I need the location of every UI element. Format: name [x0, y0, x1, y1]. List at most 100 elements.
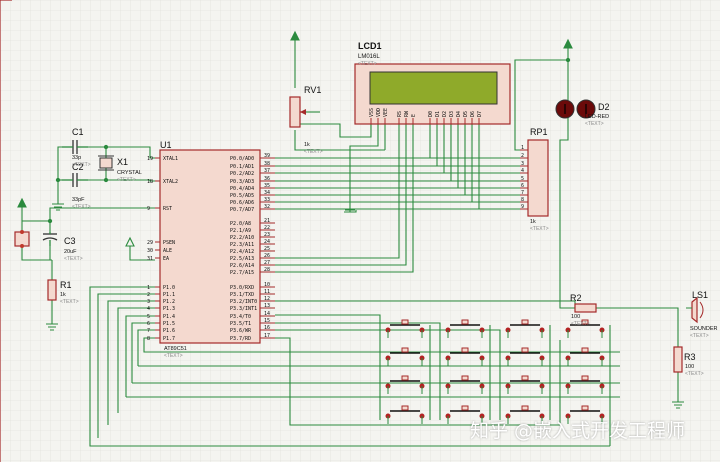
lcd-pin-name: VSS [369, 108, 375, 117]
x1-ref: X1 [117, 157, 128, 167]
lcd-ref: LCD1 [358, 41, 382, 51]
mcu-pin-number: 25 [264, 246, 270, 252]
mcu-pin-name: P3.5/T1 [230, 321, 251, 327]
mcu-pin-number: 2 [147, 292, 150, 298]
keypad-button[interactable] [505, 319, 545, 338]
r1-value: 1k [60, 292, 66, 298]
r2-ref: R2 [570, 293, 582, 303]
rp1-pin-number: 7 [521, 190, 524, 196]
keypad-button[interactable] [445, 405, 485, 424]
capacitor-c3[interactable] [42, 232, 58, 246]
lcd-pin-name: D3 [449, 111, 455, 117]
mcu-pin-number: 8 [147, 336, 150, 342]
keypad-button[interactable] [445, 347, 485, 366]
mcu-pin-number: 37 [264, 168, 270, 174]
mcu-pin-name: P1.1 [163, 292, 175, 298]
capacitor-c1[interactable] [62, 140, 88, 154]
lcd-pin-name: RW [404, 110, 410, 117]
keypad-button[interactable] [505, 347, 545, 366]
d2-ref: D2 [598, 102, 610, 112]
reset-button[interactable] [14, 230, 30, 248]
gnd-symbol-lcd [344, 210, 357, 213]
c3-value: 20uF [64, 249, 77, 255]
sounder-ls1[interactable] [686, 296, 704, 324]
lcd-pin-name: D1 [435, 111, 441, 117]
lcd-pin-name: RS [397, 111, 403, 117]
mcu-pin-number: 18 [147, 179, 153, 185]
mcu-pin-number: 29 [147, 240, 153, 246]
mcu-pin-name: P2.7/A15 [230, 270, 254, 276]
mcu-pin-name: P0.2/AD2 [230, 171, 254, 177]
keypad-button[interactable] [565, 319, 605, 338]
mcu-pin-number: 23 [264, 232, 270, 238]
d2-text: <TEXT> [585, 121, 604, 127]
keypad-button[interactable] [565, 375, 605, 394]
ls1-ref: LS1 [692, 290, 708, 300]
mcu-pin-name: P0.1/AD1 [230, 164, 254, 170]
lcd-pin-name: D4 [456, 111, 462, 117]
keypad-button[interactable] [565, 405, 605, 424]
keypad-button[interactable] [445, 319, 485, 338]
mcu-pin-name: P0.5/AD5 [230, 193, 254, 199]
mcu-pin-name: P3.0/RXD [230, 285, 254, 291]
resistor-r3[interactable] [673, 346, 683, 373]
mcu-pin-name: EA [163, 256, 169, 262]
resistor-r2[interactable] [574, 303, 597, 313]
potentiometer-rv1[interactable] [289, 96, 306, 128]
vcc-arrow-reset [17, 197, 27, 208]
keypad-button[interactable] [385, 347, 425, 366]
keypad-button[interactable] [565, 347, 605, 366]
mcu-pin-name: PSEN [163, 240, 175, 246]
x1-text: <TEXT> [117, 177, 136, 183]
rp1-pin-number: 5 [521, 176, 524, 182]
keypad-button[interactable] [505, 405, 545, 424]
crystal-x1[interactable] [98, 155, 114, 171]
r3-value: 100 [685, 364, 694, 370]
keypad-button[interactable] [505, 375, 545, 394]
mcu-pin-number: 1 [147, 285, 150, 291]
mcu-pin-number: 36 [264, 176, 270, 182]
rp1-value: 1k [530, 219, 536, 225]
mcu-u1[interactable] [155, 149, 275, 344]
mcu-pin-number: 4 [147, 306, 150, 312]
lcd-pin-name: D6 [470, 111, 476, 117]
lcd-pin-name: VDD [376, 108, 382, 117]
resistor-pack-rp1[interactable] [520, 139, 549, 217]
capacitor-c2[interactable] [62, 173, 88, 187]
c1-value: 33p [72, 155, 81, 161]
mcu-pin-number: 11 [264, 289, 270, 295]
x1-part: CRYSTAL [117, 170, 142, 176]
led-d2[interactable] [555, 99, 596, 119]
keypad-button[interactable] [445, 375, 485, 394]
mcu-pin-name: P2.2/A10 [230, 235, 254, 241]
mcu-pin-name: P2.1/A9 [230, 228, 251, 234]
mcu-pin-number: 13 [264, 303, 270, 309]
mcu-pin-number: 7 [147, 328, 150, 334]
keypad-button[interactable] [385, 375, 425, 394]
c2-value: 33pF [72, 197, 85, 203]
mcu-pin-number: 39 [264, 153, 270, 159]
keypad-button[interactable] [385, 405, 425, 424]
r3-text: <TEXT> [685, 371, 704, 377]
vcc-arrow-rp1 [563, 38, 573, 49]
keypad-button[interactable] [385, 319, 425, 338]
mcu-pin-number: 33 [264, 197, 270, 203]
resistor-r1[interactable] [47, 279, 57, 301]
lcd-text: <TEXT> [358, 61, 377, 67]
mcu-pin-name: XTAL2 [163, 179, 178, 185]
mcu-pin-name: P3.1/TXD [230, 292, 254, 298]
mcu-pin-name: P3.3/INT1 [230, 306, 257, 312]
lcd-pin-name: D2 [442, 111, 448, 117]
mcu-pin-number: 14 [264, 311, 270, 317]
mcu-pin-name: P3.4/T0 [230, 314, 251, 320]
power-symbols [17, 30, 684, 409]
rp1-pin-number: 4 [521, 168, 524, 174]
gnd-symbol-r1 [46, 323, 58, 331]
lcd-module[interactable] [354, 63, 511, 125]
watermark: 知乎 @嵌入式开发工程师 [470, 420, 686, 442]
keypad-matrix[interactable] [385, 319, 605, 424]
mcu-pin-name: P1.7 [163, 336, 175, 342]
c2-text: <TEXT> [72, 204, 91, 210]
vcc-arrow-ea [125, 236, 135, 247]
